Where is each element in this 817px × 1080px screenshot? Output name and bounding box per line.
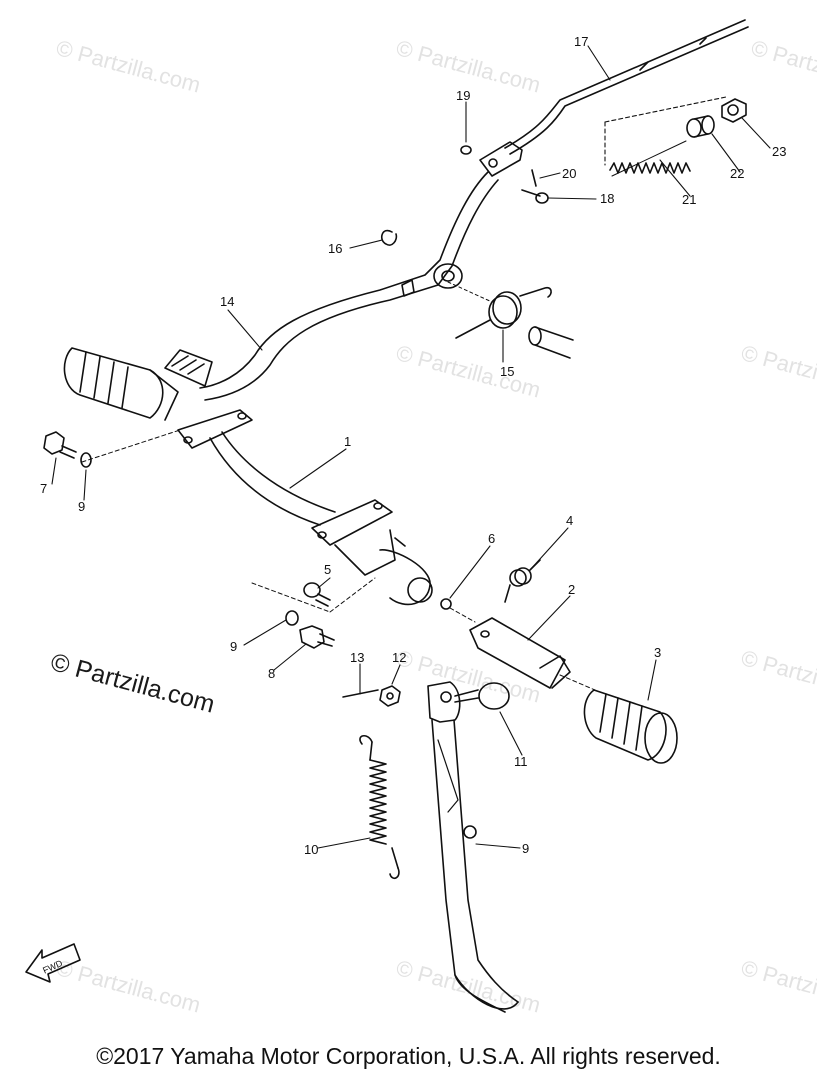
pedal-pad <box>164 349 213 387</box>
spring-part <box>359 735 400 880</box>
callout-2: 2 <box>568 582 575 597</box>
rear-footrest-rubber <box>63 347 179 421</box>
callout-24: 23 <box>772 144 786 159</box>
callout-7: 7 <box>40 481 47 496</box>
callout-8: 8 <box>268 666 275 681</box>
pin-part <box>303 582 331 607</box>
callout-19: 18 <box>600 191 614 206</box>
side-stand-part <box>427 681 519 1013</box>
callout-4: 4 <box>566 513 573 528</box>
torsion-spring-part <box>447 281 552 339</box>
callout-20: 19 <box>456 88 470 103</box>
washer-part <box>80 452 92 468</box>
callout-14: 13 <box>350 650 364 665</box>
callout-9-lower: 9 <box>230 639 237 654</box>
callout-9-upper: 9 <box>78 499 85 514</box>
callout-5: 5 <box>324 562 331 577</box>
leader-dashes <box>81 429 596 691</box>
nut-part <box>379 685 401 707</box>
nut-part <box>721 98 747 123</box>
callout-23: 22 <box>730 166 744 181</box>
callout-17: 16 <box>328 241 342 256</box>
forward-arrow-icon <box>25 943 81 983</box>
fwd-label: FWD <box>41 958 64 976</box>
callout-15: 14 <box>220 294 234 309</box>
bolt-part <box>43 431 77 459</box>
washer-part <box>285 610 299 626</box>
exploded-view: 17 19 20 18 21 22 23 16 14 15 1 4 6 2 3 … <box>25 19 786 1013</box>
footrest-rubber-part <box>583 689 678 764</box>
main-frame-part <box>177 409 433 606</box>
pivot-shaft <box>528 326 574 359</box>
callout-12: 11 <box>514 754 528 769</box>
pin-part <box>521 189 549 204</box>
spring-part <box>504 559 541 603</box>
ball-part <box>440 598 452 610</box>
copyright-notice: ©2017 Yamaha Motor Corporation, U.S.A. A… <box>96 1043 721 1069</box>
brake-pedal-part <box>199 171 499 401</box>
circlip-part <box>380 229 398 246</box>
collar-part <box>686 115 715 138</box>
callout-22: 21 <box>682 192 696 207</box>
bolt-part <box>299 625 335 649</box>
callout-3: 3 <box>654 645 661 660</box>
callout-18: 17 <box>574 34 588 49</box>
washer-part <box>460 145 472 155</box>
callout-6: 6 <box>488 531 495 546</box>
callout-13: 12 <box>392 650 406 665</box>
callout-21: 20 <box>562 166 576 181</box>
callout-16: 15 <box>500 364 514 379</box>
cotter-pin-part <box>531 169 537 187</box>
brake-rod-part <box>504 19 749 155</box>
callout-leaders <box>51 45 771 849</box>
bolt-part <box>454 682 510 710</box>
callout-10: 9 <box>522 841 529 856</box>
clevis-part <box>479 141 523 177</box>
callout-11: 10 <box>304 842 318 857</box>
footrest-arm-part <box>469 617 571 689</box>
callout-1: 1 <box>344 434 351 449</box>
assembly-outline <box>604 96 727 166</box>
spring-part <box>609 140 691 177</box>
